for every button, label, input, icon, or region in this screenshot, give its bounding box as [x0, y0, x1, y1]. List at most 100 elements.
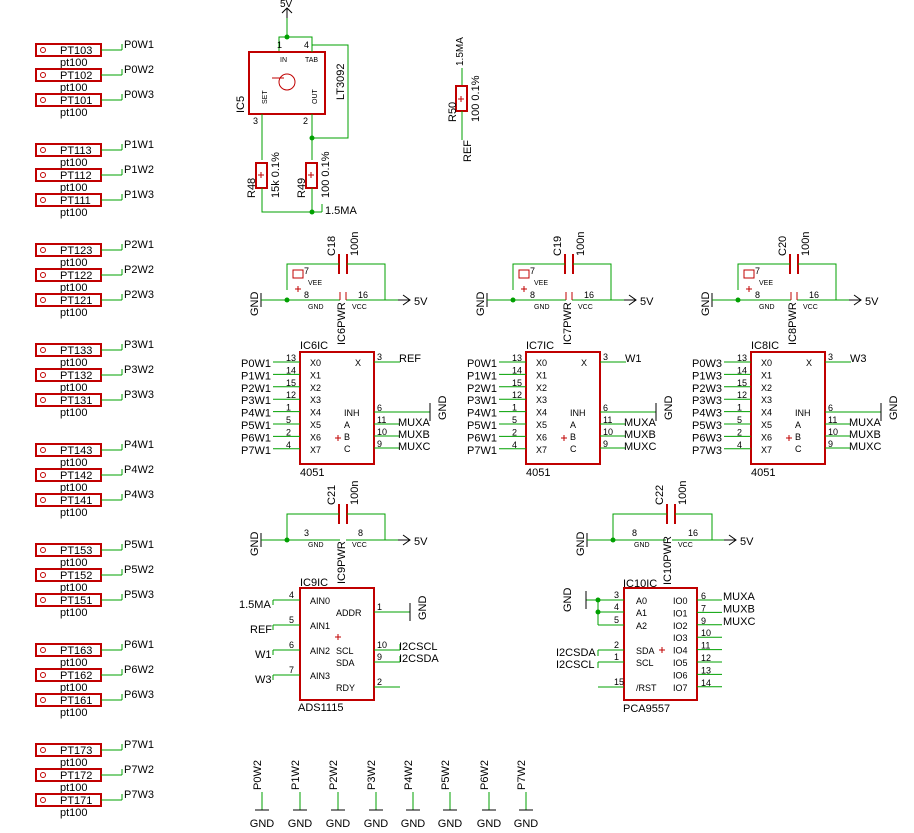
- net-label: P6W3: [692, 432, 722, 444]
- pin-name: VCC: [352, 542, 367, 549]
- net-label: P5W1: [241, 420, 271, 432]
- wire: [347, 263, 386, 300]
- sensor-name: PT171: [60, 795, 92, 807]
- pin-number: 6: [289, 640, 294, 650]
- pin-number: 16: [358, 290, 368, 300]
- supply-label: 5V: [865, 296, 879, 308]
- net-label: P0W1: [241, 358, 271, 370]
- pin-name: IO6: [673, 670, 688, 680]
- pin-name: X7: [761, 445, 772, 455]
- pin-number: 13: [737, 353, 747, 363]
- pin-name: X4: [536, 408, 547, 418]
- pin-name: SCL: [636, 658, 654, 668]
- pt100-pin-circle: [40, 47, 46, 53]
- ref-designator: IC5: [235, 96, 247, 113]
- sensor-name: PT151: [60, 595, 92, 607]
- sensor-net-label: P4W3: [124, 489, 154, 501]
- pin-name: X3: [536, 395, 547, 405]
- pin-number: 11: [701, 641, 710, 651]
- sensor-value: pt100: [60, 807, 88, 819]
- pin-number: 4: [737, 440, 742, 450]
- sensor-net-label: P3W2: [124, 364, 154, 376]
- sensor-value: pt100: [60, 207, 88, 219]
- pin-name: /RST: [636, 683, 657, 693]
- pin-number: 12: [512, 390, 522, 400]
- mux-body: [525, 351, 601, 465]
- component-value: 15k 0.1%: [270, 152, 282, 198]
- net-label: P1W1: [467, 370, 497, 382]
- ic5-body: [248, 51, 326, 115]
- sensor-net-label: P2W1: [124, 239, 154, 251]
- net-label: 1.5MA: [325, 205, 357, 217]
- net-label: REF: [462, 140, 474, 162]
- pin-name: C: [344, 444, 351, 454]
- mux-body: [299, 351, 375, 465]
- sensor-net-label: P1W2: [124, 164, 154, 176]
- pin-name: X: [581, 358, 587, 368]
- pin-name: X2: [761, 383, 772, 393]
- pin-number: 10: [701, 628, 711, 638]
- net-label: P1W3: [692, 370, 722, 382]
- net-label: P3W1: [467, 395, 497, 407]
- pin-name: GND: [308, 304, 324, 311]
- sensor-name: PT102: [60, 70, 92, 82]
- net-label: I2CSCL: [399, 641, 438, 653]
- net-label: P0W1: [467, 358, 497, 370]
- gnd-label: GND: [249, 292, 261, 317]
- pin-name: INH: [795, 408, 811, 418]
- sensor-value: pt100: [60, 357, 88, 369]
- pin-name: X6: [310, 432, 321, 442]
- pin-number: 3: [253, 116, 258, 126]
- wire: [512, 263, 565, 290]
- pin-number: 8: [304, 290, 309, 300]
- ref-designator: C18: [326, 236, 338, 256]
- sensor-net-label: P5W2: [124, 564, 154, 576]
- sensor-net-label: P4W1: [124, 439, 154, 451]
- pin-number: 5: [737, 415, 742, 425]
- pin-name: X: [355, 358, 361, 368]
- pin-number: 1: [286, 403, 291, 413]
- pin-number: 3: [304, 528, 309, 538]
- junction-dot: [595, 609, 601, 615]
- pin-name: GND: [308, 542, 324, 549]
- sensor-column: PT103pt100P0W1PT102pt100P0W2PT101pt100P0…: [35, 39, 154, 819]
- pt100-pin-circle: [40, 597, 46, 603]
- pt100-pin-circle: [40, 372, 46, 378]
- sensor-net-label: P6W1: [124, 639, 154, 651]
- supply-label: 5V: [414, 536, 428, 548]
- net-label: P6W1: [241, 432, 271, 444]
- sensor-value: pt100: [60, 782, 88, 794]
- net-label: MUXC: [624, 441, 656, 453]
- net-label: MUXB: [624, 429, 656, 441]
- sensor-value: pt100: [60, 707, 88, 719]
- pin-number: 6: [377, 403, 382, 413]
- wire: [286, 513, 339, 540]
- pin-number: 4: [512, 440, 517, 450]
- junction-dot: [284, 297, 290, 303]
- pt100-pin-circle: [40, 272, 46, 278]
- wire: [286, 263, 339, 290]
- pin-number: 2: [614, 640, 619, 650]
- pin-number: 10: [603, 427, 613, 437]
- power-unit-label: IC9PWR: [336, 541, 348, 584]
- pin-number: 2: [286, 427, 291, 437]
- vee-pin: [518, 269, 530, 279]
- pin-name: IO4: [673, 646, 688, 656]
- sensor-value: pt100: [60, 757, 88, 769]
- pt100-pin-circle: [40, 697, 46, 703]
- pin-name: X6: [536, 432, 547, 442]
- sensor-value: pt100: [60, 607, 88, 619]
- sensor-name: PT173: [60, 745, 92, 757]
- sensor-name: PT143: [60, 445, 92, 457]
- pin-name: X4: [310, 408, 321, 418]
- gnd-label: GND: [438, 818, 463, 830]
- net-label: MUXC: [398, 441, 430, 453]
- pin-name: SDA: [636, 646, 655, 656]
- pin-number: 5: [512, 415, 517, 425]
- component-value: 100n: [800, 232, 812, 256]
- gnd-label: GND: [514, 818, 539, 830]
- net-label: P6W1: [467, 432, 497, 444]
- wire: [737, 263, 790, 290]
- net-label: REF: [399, 353, 421, 365]
